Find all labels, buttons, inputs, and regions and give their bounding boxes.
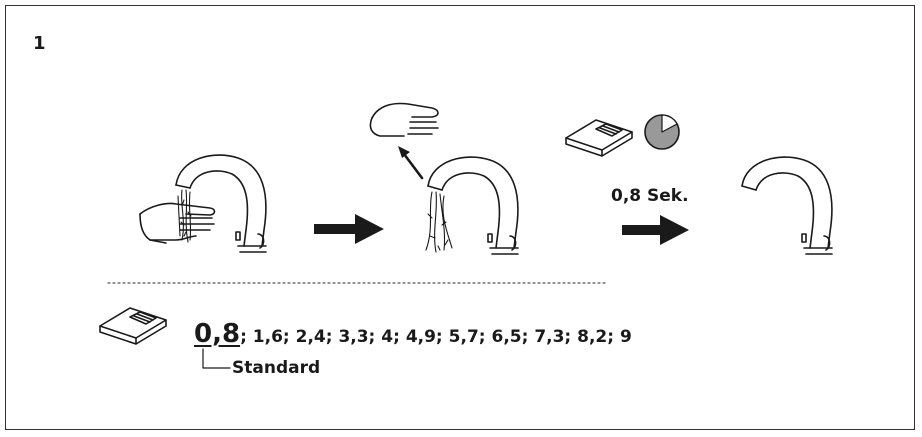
water-stream-icon <box>177 189 192 243</box>
arrow-up-left-icon <box>398 146 424 180</box>
arrow-right-icon <box>314 214 384 244</box>
value-options: ; 1,6; 2,4; 3,3; 4; 4,9; 5,7; 6,5; 7,3; … <box>240 327 632 347</box>
duration-label: 0,8 Sek. <box>611 186 689 206</box>
water-stream-icon <box>425 191 453 253</box>
hand-icon <box>369 102 439 137</box>
values-line: 0,8; 1,6; 2,4; 3,3; 4; 4,9; 5,7; 6,5; 7,… <box>194 319 632 349</box>
timer-icon <box>644 114 680 150</box>
remote-control-icon <box>565 119 633 157</box>
default-value: 0,8 <box>194 319 241 349</box>
faucet-icon <box>175 154 267 253</box>
figure-frame <box>5 5 915 430</box>
hands-icon <box>139 202 216 244</box>
default-bracket <box>202 348 231 369</box>
remote-control-icon <box>99 307 167 345</box>
faucet-icon <box>741 156 833 255</box>
faucet-icon <box>427 156 519 255</box>
step-number: 1 <box>33 33 46 54</box>
arrow-right-icon <box>622 215 689 245</box>
default-label: Standard <box>232 358 321 378</box>
